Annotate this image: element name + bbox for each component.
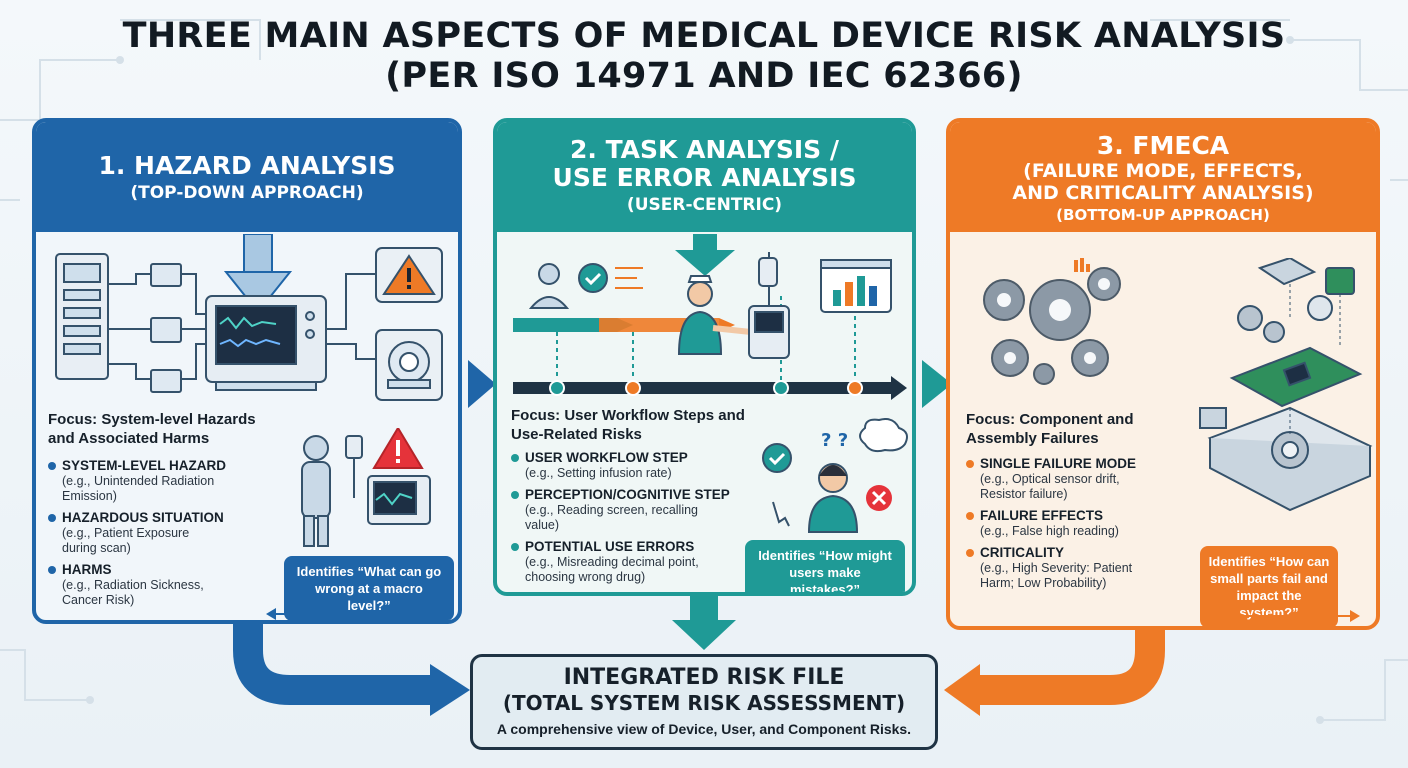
panel-hazard-analysis: 1. HAZARD ANALYSIS (TOP-DOWN APPROACH) [32,118,462,624]
panel-3-callout: Identifies “How can small parts fail and… [1200,546,1338,626]
list-item: HAZARDOUS SITUATION (e.g., Patient Expos… [48,510,250,556]
panel-1-callout: Identifies “What can go wrong at a macro… [284,556,454,620]
list-item: USER WORKFLOW STEP (e.g., Setting infusi… [511,450,743,481]
down-arrow-icon [223,234,293,314]
bar-chart-icon [820,259,892,313]
panel-2-items: USER WORKFLOW STEP (e.g., Setting infusi… [511,450,743,591]
list-item: HARMS (e.g., Radiation Sickness, Cancer … [48,562,250,608]
panel-2-subtitle: (USER-CENTRIC) [626,195,783,215]
panel-2-title-line-1: 2. TASK ANALYSIS / [569,135,840,164]
list-item: SINGLE FAILURE MODE (e.g., Optical senso… [966,456,1178,502]
svg-text:? ?: ? ? [821,430,848,451]
panel-2-title-line-2: USE ERROR ANALYSIS [552,163,857,192]
hazard-illustration [55,234,443,401]
list-item: POTENTIAL USE ERRORS (e.g., Misreading d… [511,539,743,585]
integrated-subtitle: (TOTAL SYSTEM RISK ASSESSMENT) [502,691,906,715]
panel-2-callout: Identifies “How might users make mistake… [745,540,905,592]
task-illustration [513,234,907,400]
panel-fmeca: 3. FMECA (FAILURE MODE, EFFECTS, AND CRI… [946,118,1380,630]
panel-1-subtitle: (TOP-DOWN APPROACH) [130,183,364,203]
panel-3-focus: Focus: Component and Assembly Failures [966,410,1196,448]
hospital-monitor-icon [205,295,327,391]
list-item: PERCEPTION/COGNITIVE STEP (e.g., Reading… [511,487,743,533]
server-rack-icon [55,253,109,380]
panel-3-header: 3. FMECA (FAILURE MODE, EFFECTS, AND CRI… [950,122,1376,232]
title-line-2: (PER ISO 14971 AND IEC 62366) [385,56,1023,96]
panel-1-focus-line-2: and Associated Harms [48,430,210,447]
circuit-board-icon [1229,346,1363,408]
panel-2-header: 2. TASK ANALYSIS / USE ERROR ANALYSIS (U… [497,122,912,232]
panel-3-focus-line-1: Focus: Component and [966,411,1134,428]
list-item: FAILURE EFFECTS (e.g., False high readin… [966,508,1178,539]
panel-1-focus-line-1: Focus: System-level Hazards [48,411,256,428]
panel-2-focus-line-2: Use-Related Risks [511,426,642,443]
panel-3-subtitle-line-1: (FAILURE MODE, EFFECTS, [1023,160,1303,182]
panel-3-title: 3. FMECA [1096,131,1230,160]
panel-1-items: SYSTEM-LEVEL HAZARD (e.g., Unintended Ra… [48,458,250,614]
page-title: THREE MAIN ASPECTS OF MEDICAL DEVICE RIS… [0,16,1408,96]
iv-drip-icon [345,435,363,498]
exploded-device-icon [1199,258,1373,512]
panel-3-subtitle-line-2: AND CRITICALITY ANALYSIS) [1012,182,1314,204]
list-item: CRITICALITY (e.g., High Severity: Patien… [966,545,1178,591]
patient-illustration [301,428,431,547]
integrated-description: A comprehensive view of Device, User, an… [496,721,912,737]
integrated-risk-file: INTEGRATED RISK FILE (TOTAL SYSTEM RISK … [470,654,938,750]
callout-return-arrow [1201,606,1360,622]
title-line-1: THREE MAIN ASPECTS OF MEDICAL DEVICE RIS… [122,16,1286,56]
warning-icon [372,428,424,469]
warning-icon [375,247,443,303]
panel-2-focus-line-1: Focus: User Workflow Steps and [511,407,745,424]
down-arrow-icon [675,234,735,276]
mri-scanner-icon [375,329,443,401]
panel-3-subtitle-line-3: (BOTTOM-UP APPROACH) [1056,206,1270,224]
panel-2-focus: Focus: User Workflow Steps and Use-Relat… [511,406,781,444]
gears-icon [983,258,1121,385]
panel-1-title: 1. HAZARD ANALYSIS [98,151,396,180]
list-item: SYSTEM-LEVEL HAZARD (e.g., Unintended Ra… [48,458,250,504]
panel-task-analysis: 2. TASK ANALYSIS / USE ERROR ANALYSIS (U… [493,118,916,596]
callout-return-arrow [266,604,425,620]
panel-3-focus-line-2: Assembly Failures [966,430,1099,447]
nurse-icon [677,275,752,355]
medical-monitor-icon [367,475,431,525]
integrated-title: INTEGRATED RISK FILE [563,665,845,690]
panel-3-items: SINGLE FAILURE MODE (e.g., Optical senso… [966,456,1178,597]
user-check-icon [528,263,643,309]
panel-1-header: 1. HAZARD ANALYSIS (TOP-DOWN APPROACH) [36,122,458,232]
infusion-pump-icon [748,252,790,359]
panel-1-focus: Focus: System-level Hazards and Associat… [48,410,308,448]
confused-user-icon: ? ? [762,418,908,533]
patient-icon [301,435,331,547]
